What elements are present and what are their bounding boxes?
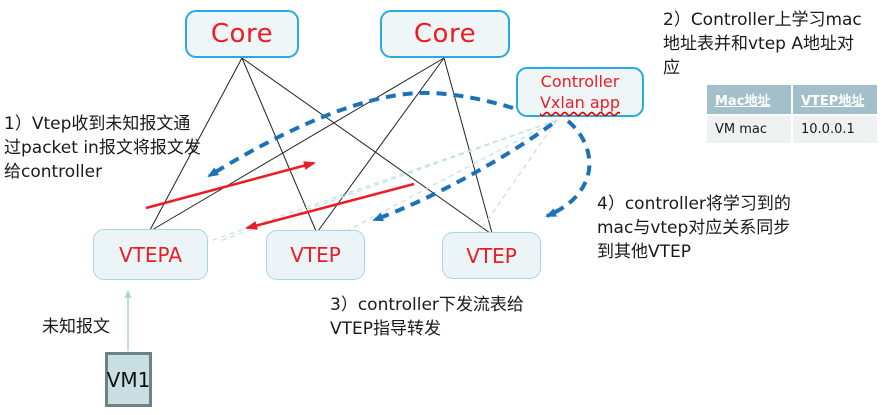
mac-table-cell-mac: VM mac [707, 116, 791, 143]
forwarding-arrows [145, 161, 415, 230]
unknown-packet-label: 未知报文 [42, 317, 110, 337]
node-vtep-3: VTEP [442, 232, 541, 279]
vtepa-label: VTEPA [119, 242, 182, 267]
annotation-step3: 3）controller下发流表给 VTEP指导转发 [330, 293, 524, 341]
link-core2-vtepa [151, 57, 445, 231]
core-1-label: Core [210, 19, 274, 49]
sync-arrow-to-vtepa [207, 90, 514, 178]
mac-table-cell-vtep: 10.0.0.1 [793, 116, 877, 143]
link-core1-vtep2 [241, 57, 317, 232]
step4-line2: mac与vtep对应关系同步 [597, 218, 791, 238]
vtep-2-label: VTEP [290, 243, 341, 267]
step2-line2: 地址表并和vtep A地址对 [663, 34, 855, 54]
step1-line3: 给controller [4, 162, 103, 182]
link-core1-vtep3 [241, 57, 491, 234]
flow-line-vtep3 [477, 119, 558, 235]
mac-table-header-mac: Mac地址 [707, 85, 791, 114]
controller-label-line1: Controller [540, 72, 620, 91]
mac-vtep-table: Mac地址 VTEP地址 VM mac 10.0.0.1 [707, 85, 877, 143]
node-core-1: Core [185, 10, 299, 58]
annotation-step2: 2）Controller上学习mac 地址表并和vtep A地址对 应 [663, 8, 862, 80]
link-core2-vtep3 [443, 57, 493, 234]
forward-arrow [245, 182, 415, 230]
step3-line1: 3）controller下发流表给 [330, 295, 524, 315]
step2-line3: 应 [663, 58, 680, 78]
link-core1-vtepa [149, 57, 243, 231]
vm1-label: VM1 [106, 367, 151, 392]
flow-line-vtep2 [334, 119, 558, 238]
controller-label-line2: Vxlan app [539, 93, 620, 112]
fabric-links [149, 57, 493, 234]
node-vtep-2: VTEP [266, 230, 365, 280]
node-vtepa: VTEPA [93, 229, 208, 280]
sync-arrow-to-vtep3 [545, 119, 592, 218]
node-controller: Controller Vxlan app [516, 67, 644, 117]
step4-line3: 到其他VTEP [597, 242, 692, 262]
annotation-step1: 1）Vtep收到未知报文通 过packet in报文将报文发 给controll… [4, 112, 201, 184]
step4-line1: 4）controller将学习到的 [597, 194, 791, 214]
link-core2-vtep2 [317, 57, 445, 232]
step1-line1: 1）Vtep收到未知报文通 [4, 114, 191, 134]
step1-line2: 过packet in报文将报文发 [4, 138, 201, 158]
mac-sync-arrows [207, 90, 592, 222]
step2-line1: 2）Controller上学习mac [663, 10, 862, 30]
sync-arrow-to-vtep2 [372, 122, 554, 222]
node-vm1: VM1 [105, 352, 152, 407]
vtep-3-label: VTEP [466, 243, 517, 268]
node-core-2: Core [380, 10, 510, 58]
packet-in-arrow [145, 161, 316, 210]
annotation-step4: 4）controller将学习到的 mac与vtep对应关系同步 到其他VTEP [597, 192, 791, 264]
flow-table-push-lines [189, 119, 558, 249]
step3-line2: VTEP指导转发 [330, 319, 442, 339]
mac-table-header-vtep: VTEP地址 [793, 85, 877, 114]
annotation-unknown-packet: 未知报文 [42, 315, 110, 339]
core-2-label: Core [413, 19, 477, 49]
